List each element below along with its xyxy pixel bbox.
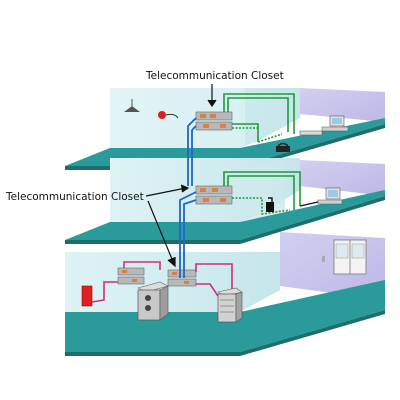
entrance-door — [322, 239, 367, 275]
backbone-cables — [179, 117, 197, 278]
fire-alarm-panel — [81, 285, 93, 307]
ground-floor — [65, 232, 385, 356]
server-cabinet — [137, 281, 169, 321]
top-horizontal-cables — [223, 93, 295, 143]
top-closet-patch-panel — [195, 111, 233, 131]
top-side-wall — [300, 88, 385, 122]
middle-closet-label: Telecommunication Closet — [6, 191, 144, 203]
top-floor-slab — [65, 118, 385, 166]
middle-floor — [65, 158, 385, 244]
wall-phone-icon — [266, 197, 274, 212]
ground-floor-cables — [91, 261, 233, 303]
telephone-icon — [276, 142, 290, 152]
middle-workstation-icon — [299, 187, 343, 207]
middle-callout-arrow — [147, 200, 175, 265]
top-floor — [65, 88, 385, 170]
equipment-rack — [217, 287, 243, 323]
callout-arrows — [145, 84, 217, 268]
top-closet-label: Telecommunication Closet — [146, 70, 284, 82]
middle-floor-slab — [65, 190, 385, 240]
alarm-bell-icon — [158, 111, 166, 119]
top-workstation-icon — [299, 115, 349, 136]
ceiling-light-icon — [124, 106, 140, 112]
middle-horizontal-cables — [223, 171, 301, 215]
middle-side-wall — [300, 160, 385, 196]
ground-closet-patch-panel — [117, 267, 197, 287]
